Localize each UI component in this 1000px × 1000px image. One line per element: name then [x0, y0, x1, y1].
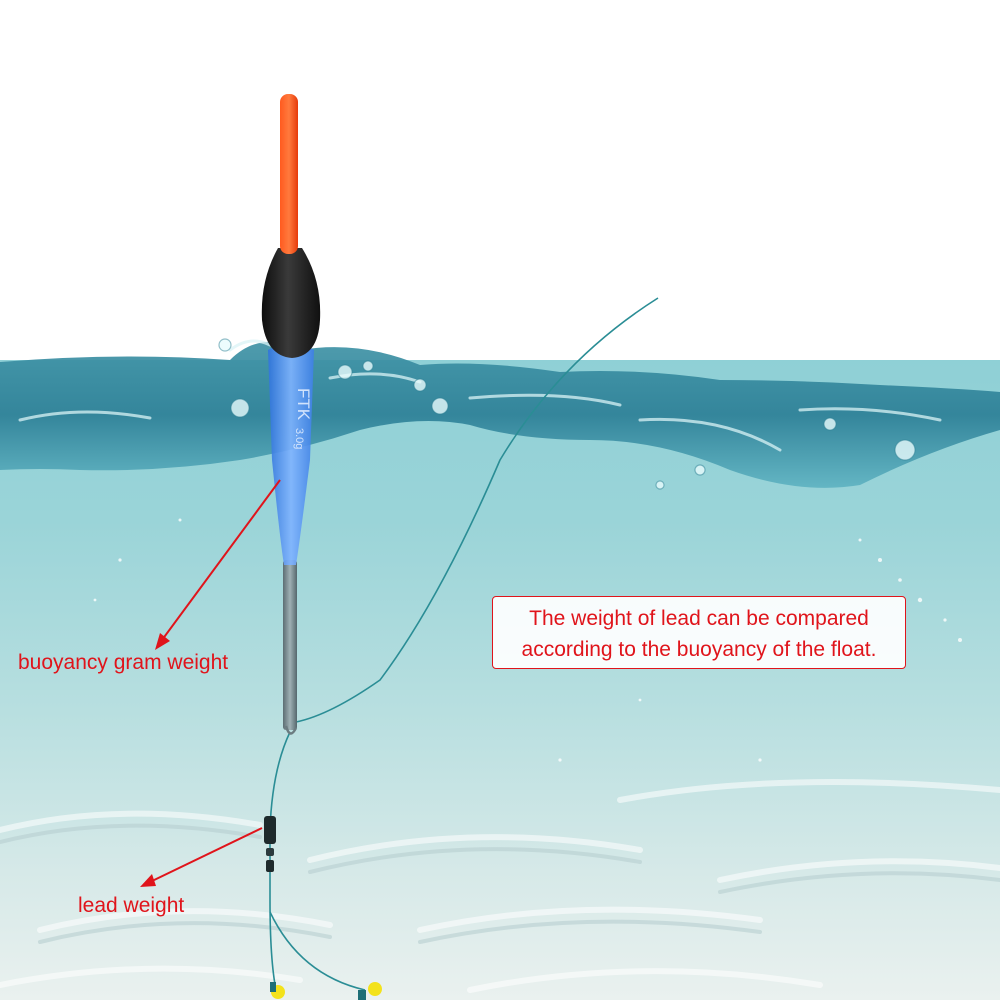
wave-highlights [18, 339, 942, 452]
hook-right [358, 990, 366, 1000]
float-gram: 3.0g [293, 428, 305, 449]
buoyancy-arrowhead [155, 633, 170, 650]
buoyancy-note-box: The weight of lead can be compared accor… [492, 596, 906, 669]
fishing-line-branch [269, 911, 366, 991]
float-eyelet [284, 725, 298, 735]
annotation-arrows [140, 479, 281, 887]
lead-swivel-upper [266, 848, 274, 856]
bait-ball-right [368, 982, 382, 996]
sand-ripples [0, 779, 1000, 993]
lead-swivel-lower [266, 860, 274, 872]
lead-arrow [149, 827, 263, 883]
water-surface-wave [0, 342, 1000, 488]
float-branding: FTK 3.0g [293, 388, 313, 449]
bubbles [218, 338, 916, 490]
hook-left [270, 982, 276, 992]
note-line-1: The weight of lead can be compared [529, 607, 869, 630]
note-line-2: according to the buoyancy of the float. [521, 638, 877, 661]
sand-shadows [0, 823, 1000, 944]
float-bottom-rod [283, 560, 297, 730]
lead-arrowhead [140, 874, 156, 887]
float-orange-tip [280, 94, 298, 254]
float-black-bulb [261, 248, 321, 358]
fishing-line-main [295, 297, 659, 723]
splash-spray [93, 518, 962, 762]
buoyancy-gram-weight-label: buoyancy gram weight [18, 651, 229, 674]
sky-background [0, 0, 1000, 380]
lead-weight [264, 816, 276, 844]
buoyancy-arrow [161, 479, 281, 641]
float-blue-body [268, 343, 314, 565]
lead-weight-label: lead weight [78, 894, 185, 917]
float-brand: FTK [294, 388, 313, 421]
